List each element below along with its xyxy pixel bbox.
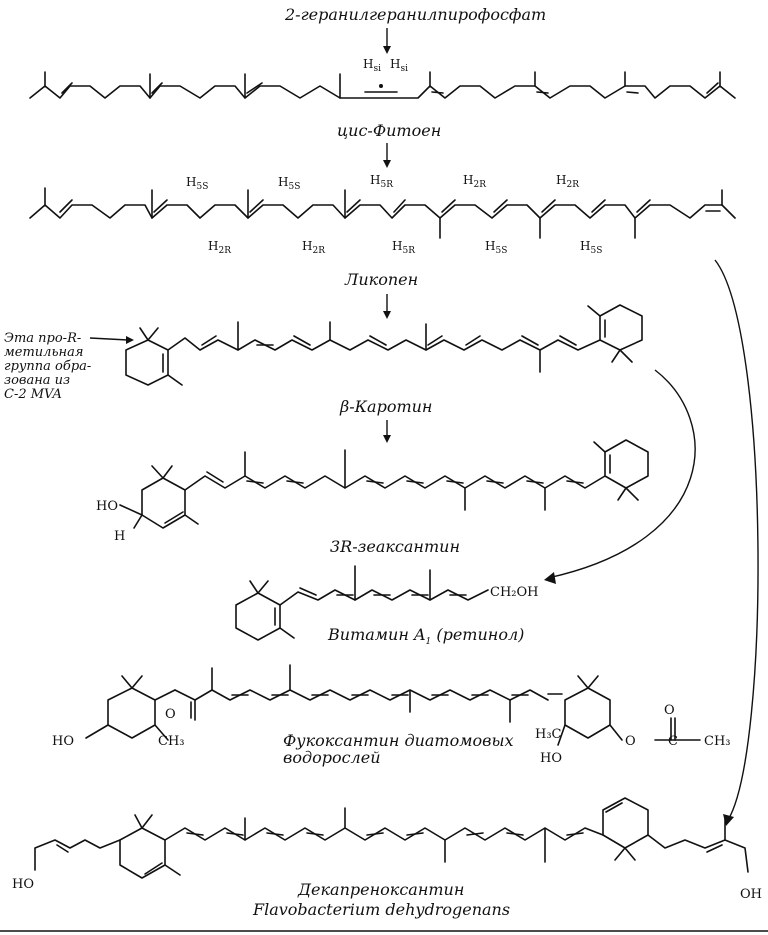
svg-text:зована из: зована из — [4, 373, 70, 388]
decaprenoxanthin-structure — [34, 797, 749, 879]
fucoxanthin-label-2: водорослей — [283, 748, 381, 767]
arrow-phytoene — [383, 143, 391, 168]
vitamin-a-label: Витамин A1 (ретинол) — [327, 625, 524, 647]
svg-text:OH: OH — [740, 887, 762, 902]
svg-text:группа обра-: группа обра- — [4, 359, 91, 374]
svg-text:H2R: H2R — [556, 173, 579, 190]
arrow-carotene-to-retinol — [544, 369, 696, 584]
fucoxanthin-structure — [85, 664, 701, 746]
lycopene-label: Ликопен — [344, 270, 418, 289]
decaprenoxanthin-label-2: Flavobacterium dehydrogenans — [252, 900, 510, 919]
arrow-carotene — [383, 420, 391, 443]
lycopene-precursor-chain — [29, 187, 736, 239]
svg-text:H2R: H2R — [302, 239, 325, 256]
svg-text:CH₂OH: CH₂OH — [490, 585, 539, 600]
svg-text:O: O — [625, 734, 636, 749]
svg-text:C-2 MVA: C-2 MVA — [4, 387, 62, 402]
svg-text:H2R: H2R — [208, 239, 231, 256]
svg-text:H5S: H5S — [580, 239, 602, 256]
svg-text:HO: HO — [540, 751, 562, 766]
svg-text:HO: HO — [96, 499, 118, 514]
svg-text:CH₃: CH₃ — [704, 734, 731, 749]
ggpp-label: 2-геранилгеранилпирофосфат — [284, 5, 546, 24]
retinol-structure — [235, 565, 489, 641]
phytoene-label: цис-Фитоен — [337, 121, 441, 140]
zeaxanthin-label: 3R-зеаксантин — [330, 537, 460, 556]
svg-text:метильная: метильная — [4, 345, 83, 360]
svg-text:H5R: H5R — [392, 239, 415, 256]
zeaxanthin-structure — [119, 439, 649, 529]
svg-text:H2R: H2R — [463, 173, 486, 190]
svg-text:H5S: H5S — [485, 239, 507, 256]
arrow-ggpp — [383, 28, 391, 54]
beta-carotene-structure — [125, 304, 643, 386]
svg-text:H5S: H5S — [278, 175, 300, 192]
svg-text:H: H — [114, 529, 125, 544]
svg-text:Hsi: Hsi — [390, 57, 408, 74]
svg-text:H₃C: H₃C — [535, 727, 562, 742]
fucoxanthin-label-1: Фукоксантин диатомовых — [283, 731, 514, 750]
svg-text:CH₃: CH₃ — [158, 734, 185, 749]
arrow-lycopene — [383, 294, 391, 319]
svg-text:HO: HO — [12, 877, 34, 892]
svg-text:H5R: H5R — [370, 173, 393, 190]
arrow-lycopene-to-decaprenoxanthin — [714, 259, 759, 826]
decaprenoxanthin-label-1: Декапреноксантин — [297, 880, 464, 899]
svg-text:Hsi: Hsi — [363, 57, 381, 74]
phytoene-chain — [29, 71, 736, 99]
beta-carotene-label: β-Каротин — [339, 397, 432, 416]
svg-text:O: O — [165, 707, 176, 722]
svg-text:Эта про-R-: Эта про-R- — [4, 331, 81, 346]
svg-text:O: O — [664, 703, 675, 718]
svg-text:HO: HO — [52, 734, 74, 749]
svg-text:H5S: H5S — [186, 175, 208, 192]
svg-text:C: C — [668, 734, 678, 749]
pro-r-methyl-note: Эта про-R- метильная группа обра- зована… — [4, 331, 134, 402]
